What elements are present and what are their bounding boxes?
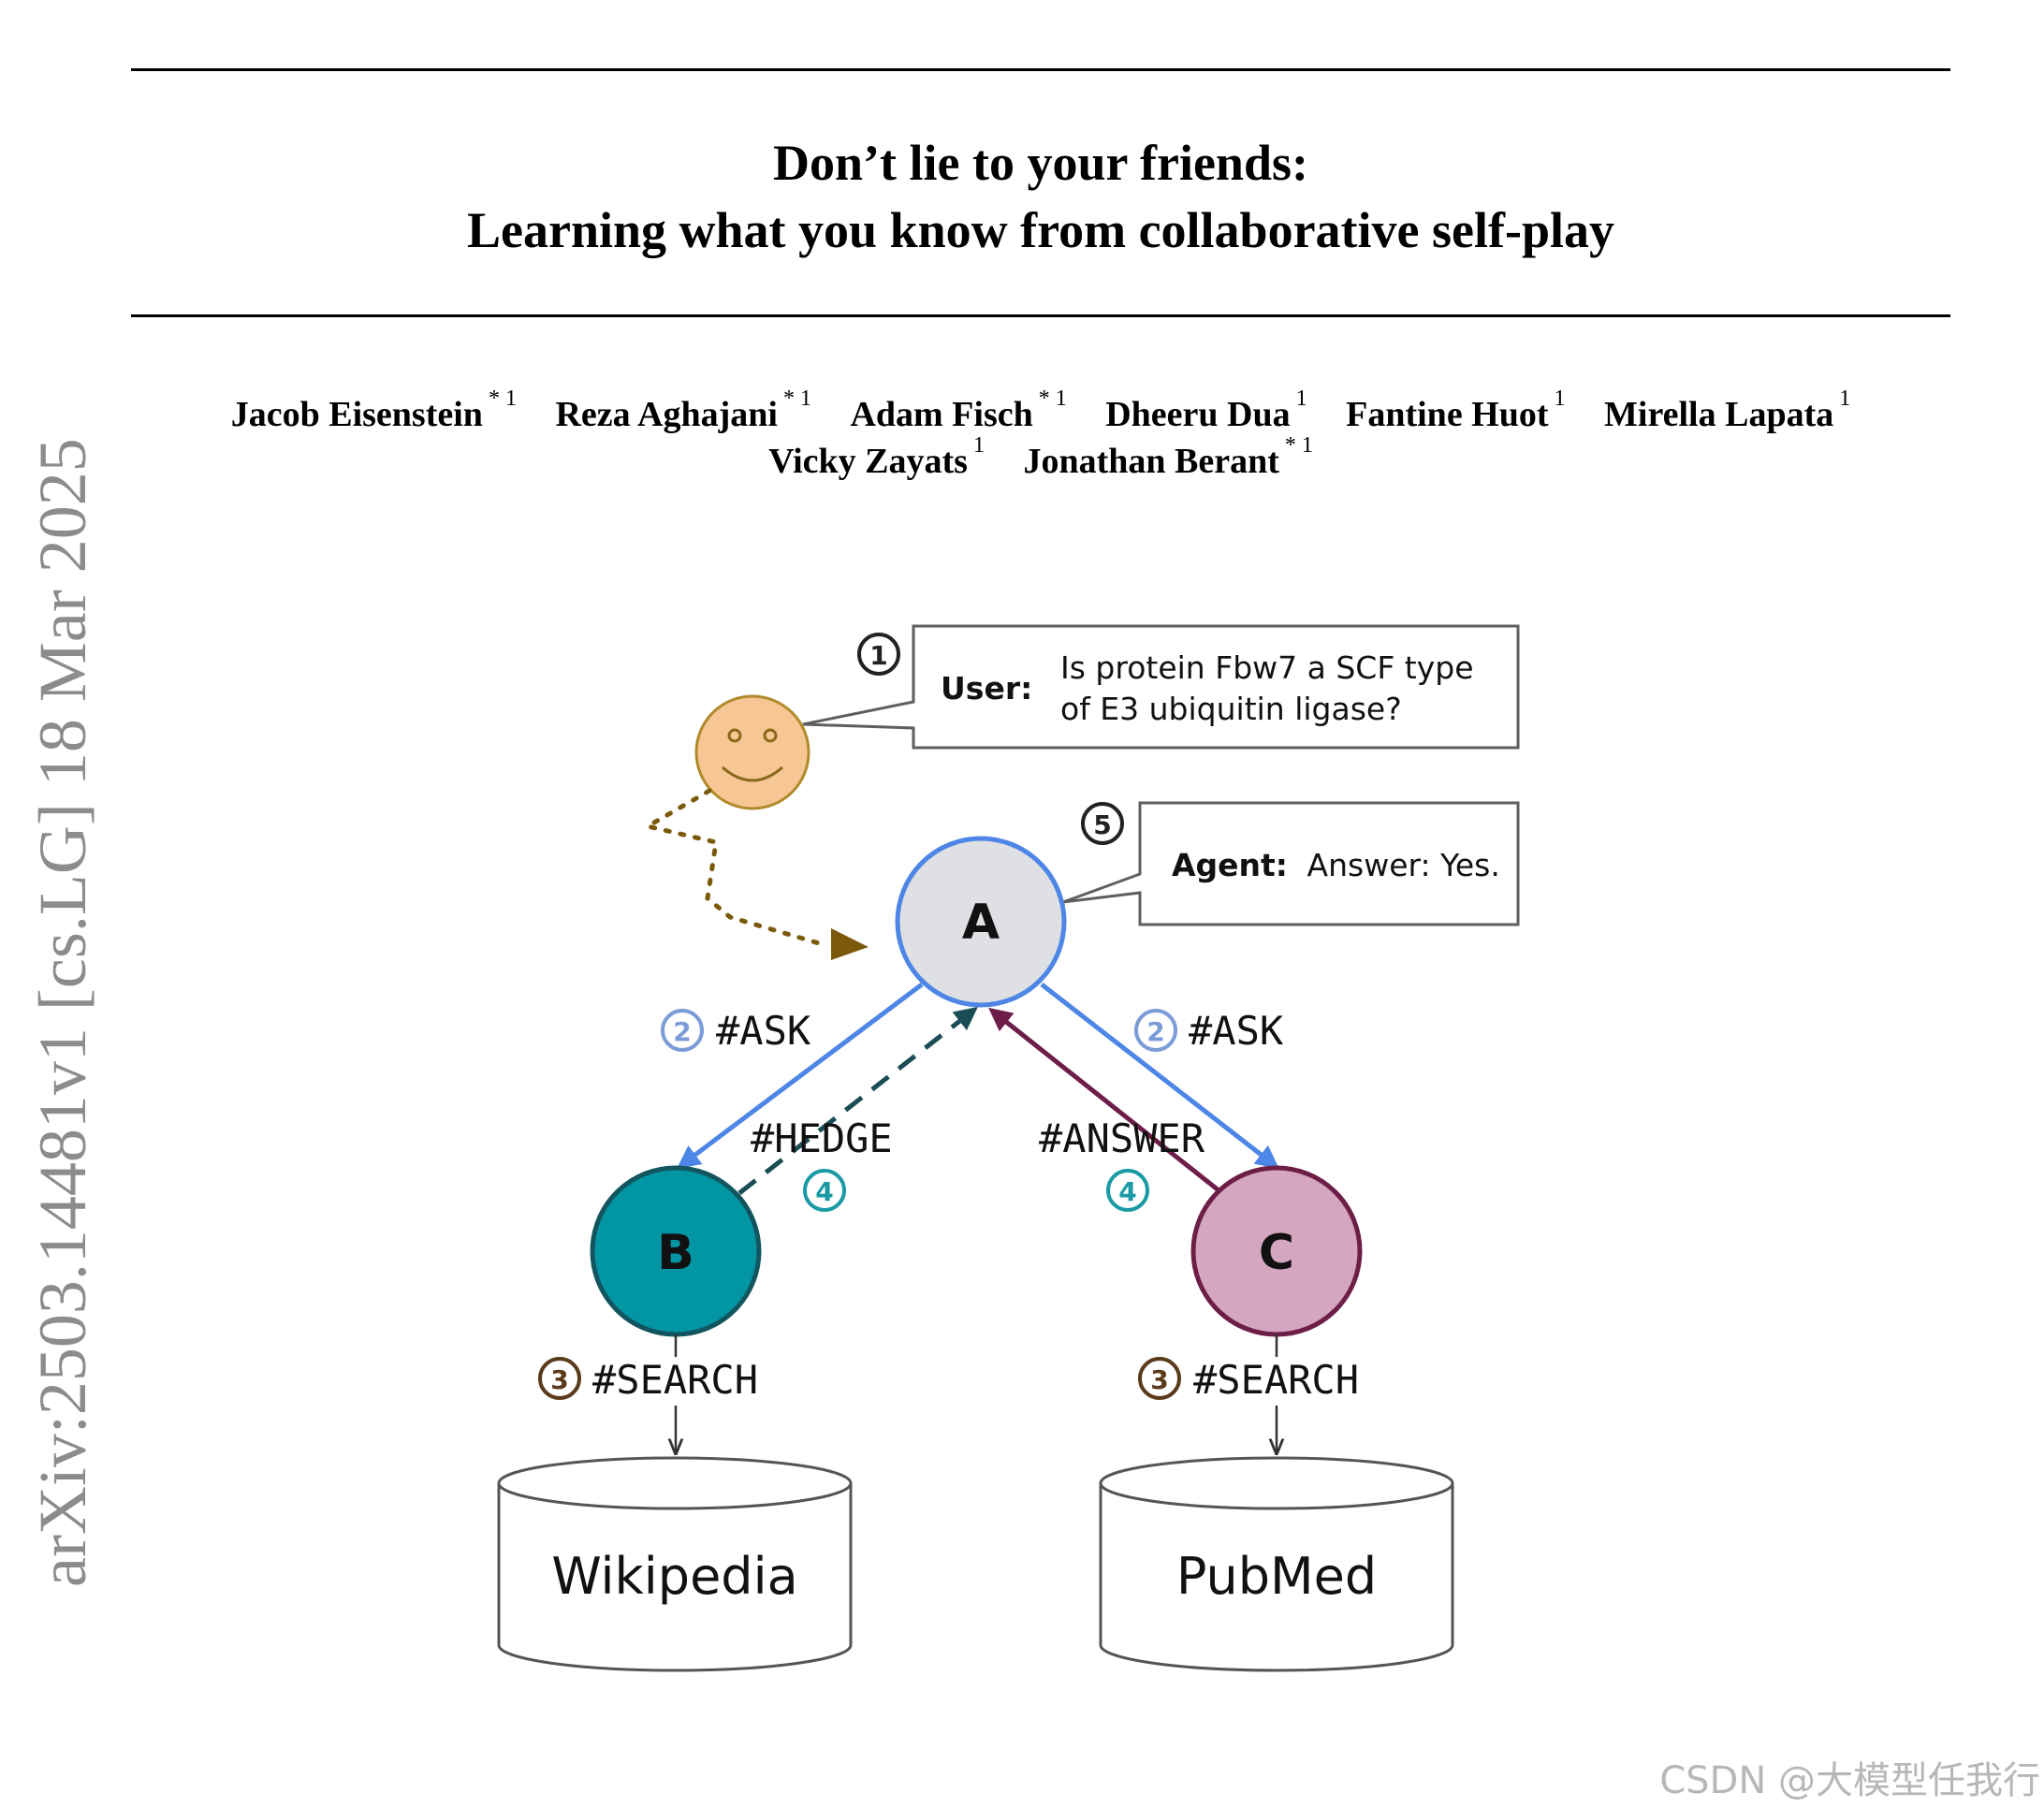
author: Adam Fisch* 1 bbox=[850, 386, 1067, 434]
svg-text:#SEARCH: #SEARCH bbox=[592, 1357, 758, 1403]
title-line-2: Learning what you know from collaborativ… bbox=[467, 202, 1614, 258]
user-smiley-icon bbox=[694, 694, 810, 810]
wikipedia-label: Wikipedia bbox=[551, 1547, 797, 1606]
author: Jonathan Berant* 1 bbox=[1023, 433, 1313, 481]
svg-text:#ASK: #ASK bbox=[1189, 1008, 1284, 1054]
agent-answer: Answer: Yes. bbox=[1307, 847, 1500, 883]
svg-text:2: 2 bbox=[673, 1016, 691, 1047]
svg-text:#SEARCH: #SEARCH bbox=[1193, 1357, 1359, 1403]
hedge-arrow-b-to-a bbox=[737, 1006, 978, 1195]
search-label-right: 3 #SEARCH bbox=[1138, 1357, 1368, 1406]
svg-text:3: 3 bbox=[550, 1364, 568, 1395]
author-list: Jacob Eisenstein* 1 Reza Aghajani* 1 Ada… bbox=[131, 386, 1950, 485]
svg-text:4: 4 bbox=[815, 1176, 833, 1207]
top-rule bbox=[131, 68, 1950, 71]
csdn-watermark: CSDN @大模型任我行 bbox=[1659, 1759, 2040, 1802]
node-c: C bbox=[1190, 1165, 1363, 1337]
author: Jacob Eisenstein* 1 bbox=[230, 386, 517, 434]
pubmed-database-icon: PubMed bbox=[1099, 1456, 1454, 1672]
search-label-left: 3 #SEARCH bbox=[538, 1357, 767, 1406]
step-4-badge-right: 4 bbox=[1106, 1169, 1149, 1212]
paper-title: Don’t lie to your friends: Learning what… bbox=[131, 129, 1950, 264]
svg-text:2: 2 bbox=[1146, 1016, 1164, 1047]
answer-arrow-c-to-a bbox=[988, 1007, 1220, 1192]
ask-arrow-a-to-b bbox=[677, 983, 924, 1170]
svg-text:4: 4 bbox=[1118, 1176, 1136, 1207]
user-to-agent-dotted-arrow bbox=[641, 788, 869, 960]
title-line-1: Don’t lie to your friends: bbox=[773, 135, 1308, 191]
ask-label-left: 2 #ASK bbox=[661, 1008, 811, 1054]
answer-label: #ANSWER bbox=[1039, 1115, 1205, 1161]
svg-text:3: 3 bbox=[1150, 1364, 1168, 1395]
node-b: B bbox=[590, 1165, 762, 1337]
svg-text:C: C bbox=[1259, 1225, 1294, 1281]
svg-text:A: A bbox=[962, 895, 1000, 951]
svg-text:B: B bbox=[657, 1225, 694, 1281]
user-question-line-1: Is protein Fbw7 a SCF type bbox=[1060, 649, 1474, 686]
user-speech-bubble: User: Is protein Fbw7 a SCF type of E3 u… bbox=[802, 624, 1520, 750]
agent-label: Agent: bbox=[1172, 847, 1288, 883]
ask-arrow-a-to-c bbox=[1040, 983, 1279, 1170]
node-a: A bbox=[895, 836, 1067, 1008]
hedge-label: #HEDGE bbox=[751, 1115, 893, 1161]
svg-text:1: 1 bbox=[869, 640, 887, 671]
user-question-line-2: of E3 ubiquitin ligase? bbox=[1060, 691, 1402, 727]
step-1-badge: 1 bbox=[857, 633, 900, 676]
step-4-badge-left: 4 bbox=[803, 1169, 846, 1212]
svg-text:5: 5 bbox=[1093, 809, 1111, 840]
ask-label-right: 2 #ASK bbox=[1134, 1008, 1284, 1054]
author-line-1: Jacob Eisenstein* 1 Reza Aghajani* 1 Ada… bbox=[131, 386, 1950, 438]
wikipedia-database-icon: Wikipedia bbox=[497, 1456, 853, 1672]
svg-text:#ASK: #ASK bbox=[716, 1008, 811, 1054]
step-5-badge: 5 bbox=[1081, 802, 1124, 845]
agent-speech-bubble: Agent: Answer: Yes. bbox=[1062, 801, 1520, 926]
title-bottom-rule bbox=[131, 314, 1950, 317]
pubmed-label: PubMed bbox=[1176, 1547, 1377, 1606]
author: Reza Aghajani* 1 bbox=[555, 386, 811, 434]
user-label: User: bbox=[941, 670, 1032, 707]
agent-answer-text: Agent: Answer: Yes. bbox=[1172, 847, 1500, 883]
